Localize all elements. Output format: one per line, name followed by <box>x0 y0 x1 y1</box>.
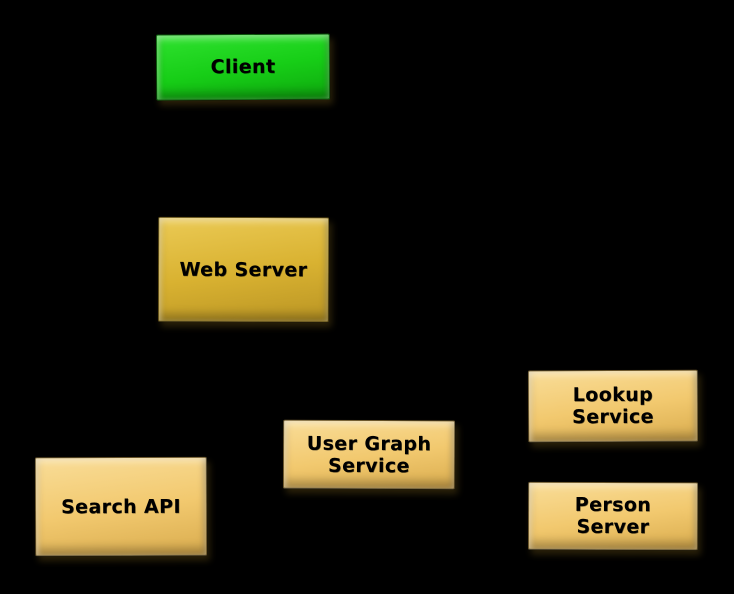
node-search-api[interactable]: Search API <box>34 456 208 557</box>
node-client-label: Client <box>210 55 276 79</box>
node-search-api-label: Search API <box>61 495 181 518</box>
node-user-graph-service[interactable]: User Graph Service <box>282 419 456 490</box>
node-lookup-service[interactable]: Lookup Service <box>527 369 699 443</box>
node-lookup-service-label: Lookup Service <box>572 383 654 429</box>
node-person-server[interactable]: Person Server <box>527 481 699 551</box>
node-person-server-label: Person Server <box>574 493 652 539</box>
node-client[interactable]: Client <box>155 33 331 101</box>
node-user-graph-service-label: User Graph Service <box>306 432 432 477</box>
node-web-server[interactable]: Web Server <box>157 216 330 323</box>
node-web-server-label: Web Server <box>179 258 308 281</box>
